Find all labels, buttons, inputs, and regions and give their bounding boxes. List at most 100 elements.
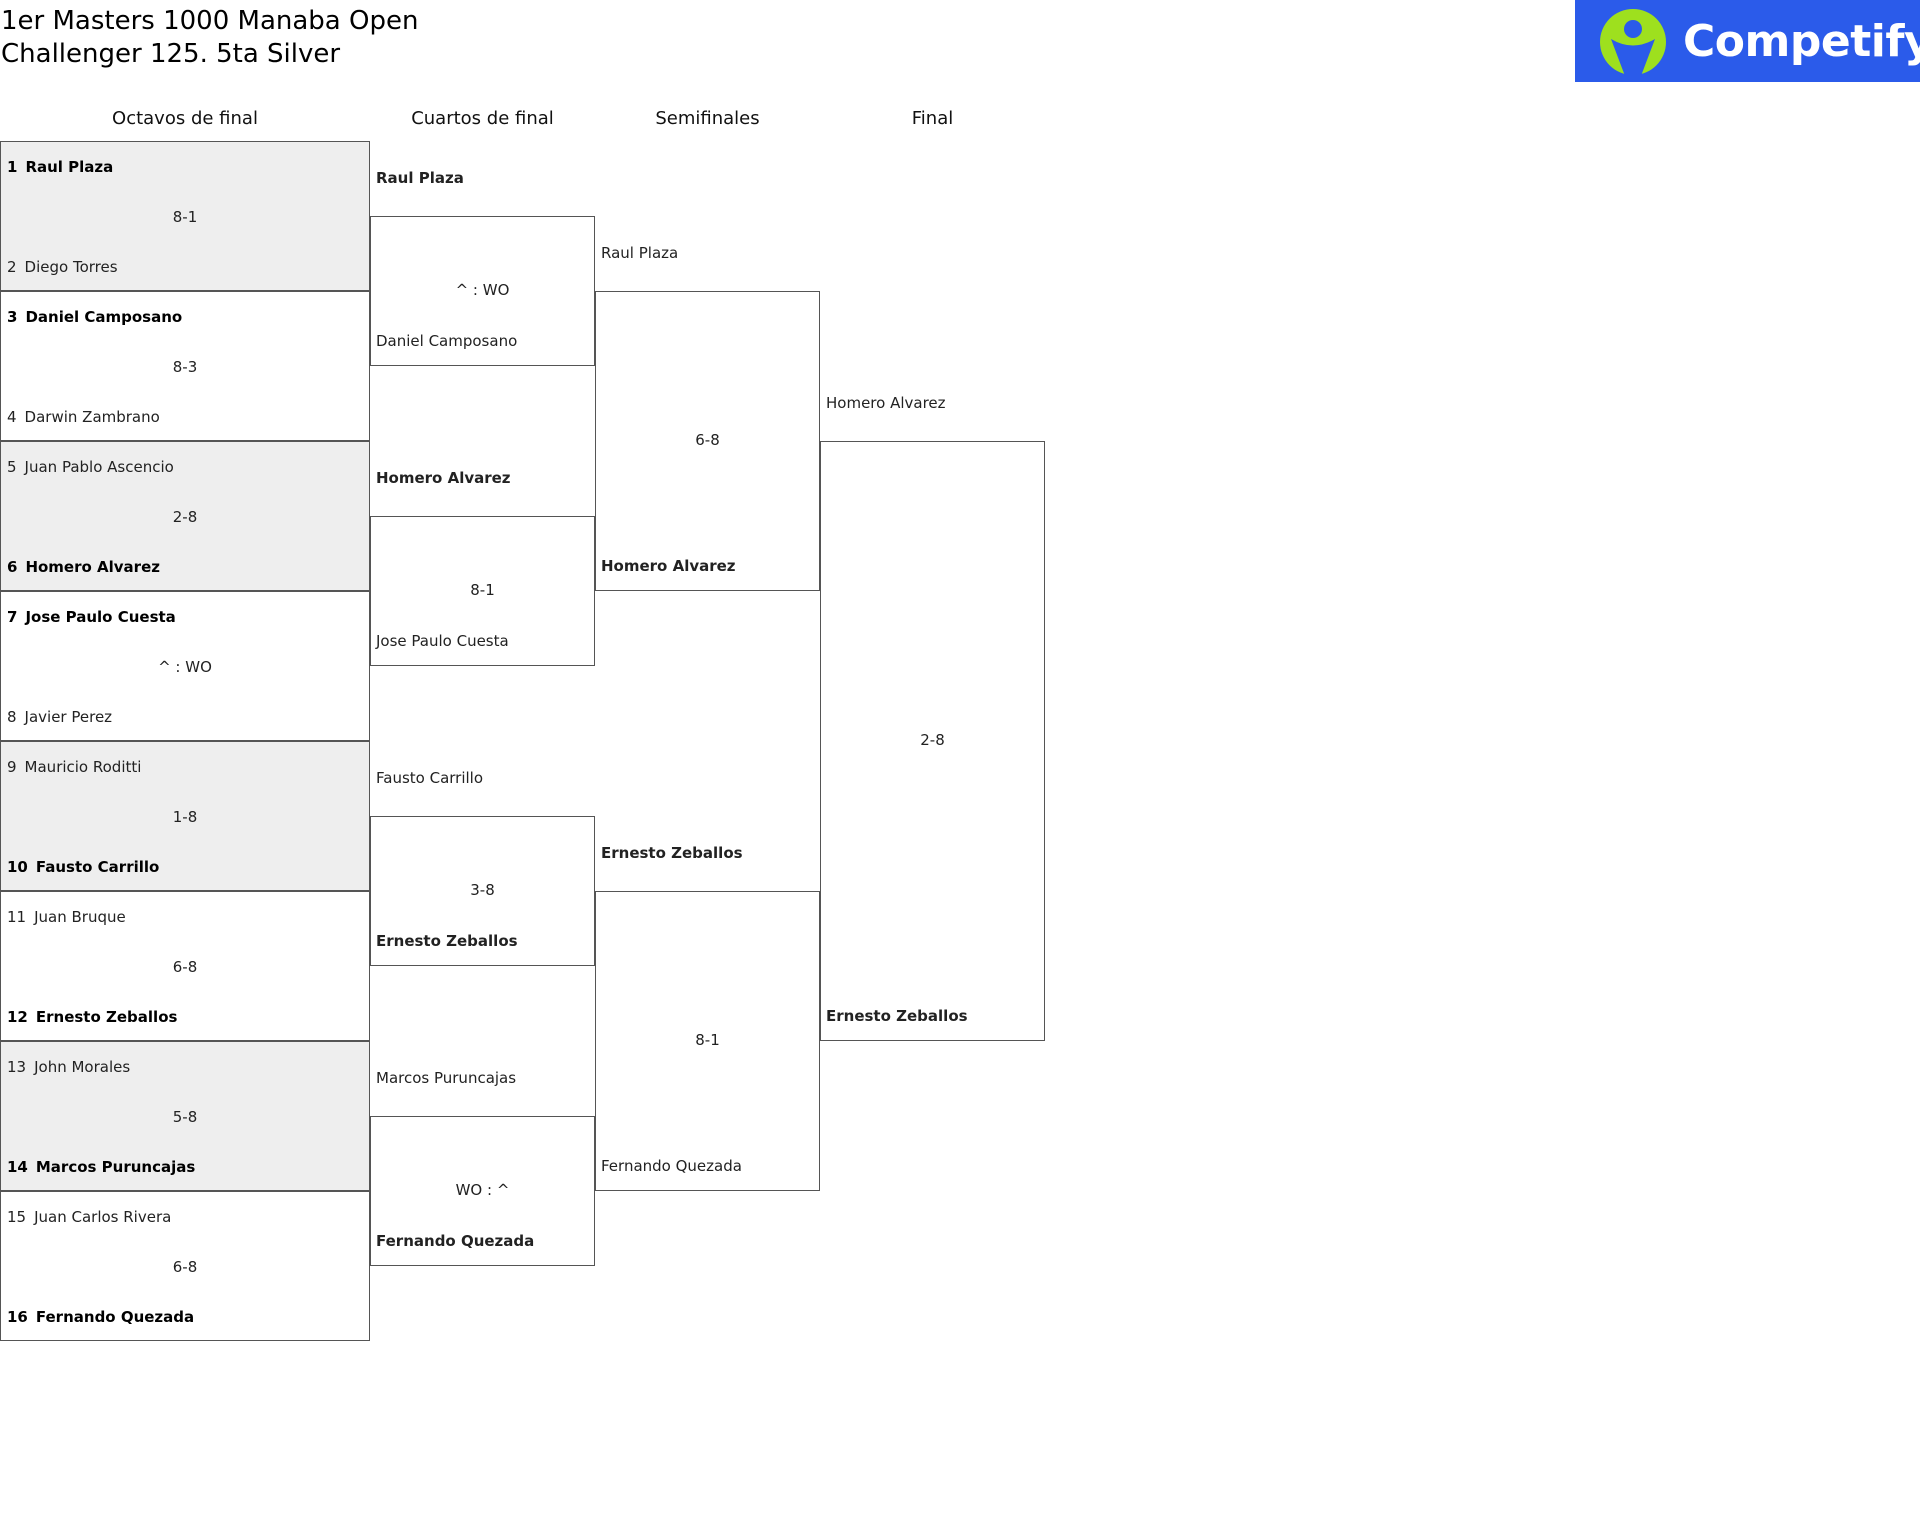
player-slot[interactable]: 10 Fausto Carrillo [7, 858, 159, 876]
match-score: ^ : WO [158, 658, 212, 676]
match-r16[interactable]: 9 Mauricio Roditti 10 Fausto Carrillo 1-8 [0, 741, 370, 891]
player-slot[interactable]: 12 Ernesto Zeballos [7, 1008, 177, 1026]
bracket-connector [370, 816, 595, 966]
tournament-title: 1er Masters 1000 Manaba Open [1, 6, 419, 36]
tournament-category: Challenger 125. 5ta Silver [1, 39, 341, 69]
player-name: Jose Paulo Cuesta [25, 608, 176, 626]
player-label[interactable]: Homero Alvarez [826, 394, 946, 412]
player-seed: 10 [7, 858, 28, 876]
match-r16[interactable]: 7 Jose Paulo Cuesta 8 Javier Perez ^ : WO [0, 591, 370, 741]
bracket-connector [820, 441, 1045, 1041]
match-score: 3-8 [470, 881, 495, 899]
player-slot[interactable]: 8 Javier Perez [7, 708, 112, 726]
match-score: 2-8 [920, 731, 945, 749]
bracket-connector [370, 516, 595, 666]
player-name: Juan Bruque [34, 908, 126, 926]
match-score: 2-8 [172, 508, 198, 526]
player-slot[interactable]: 7 Jose Paulo Cuesta [7, 608, 176, 626]
player-name: Darwin Zambrano [24, 408, 160, 426]
match-score: 6-8 [695, 431, 720, 449]
player-name: Mauricio Roditti [24, 758, 142, 776]
match-r16[interactable]: 11 Juan Bruque 12 Ernesto Zeballos 6-8 [0, 891, 370, 1041]
player-name: Ernesto Zeballos [35, 1008, 178, 1026]
match-r16[interactable]: 15 Juan Carlos Rivera 16 Fernando Quezada 6-… [0, 1191, 370, 1341]
player-seed: 5 [7, 458, 17, 476]
player-label[interactable]: Raul Plaza [601, 244, 679, 262]
player-slot[interactable]: 13 John Morales [7, 1058, 130, 1076]
player-slot[interactable]: 11 Juan Bruque [7, 908, 126, 926]
player-label[interactable]: Homero Alvarez [376, 469, 511, 487]
round-header-qf: Cuartos de final [411, 108, 554, 129]
bracket-connector [370, 1116, 595, 1266]
player-name: Raul Plaza [25, 158, 114, 176]
player-name: Javier Perez [24, 708, 113, 726]
player-label[interactable]: Ernesto Zeballos [826, 1007, 968, 1025]
player-seed: 3 [7, 308, 18, 326]
player-label[interactable]: Ernesto Zeballos [601, 844, 743, 862]
player-label[interactable]: Jose Paulo Cuesta [376, 632, 509, 650]
player-slot[interactable]: 3 Daniel Camposano [7, 308, 182, 326]
player-name: Marcos Puruncajas [35, 1158, 196, 1176]
player-seed: 8 [7, 708, 17, 726]
player-slot[interactable]: 14 Marcos Puruncajas [7, 1158, 195, 1176]
player-slot[interactable]: 15 Juan Carlos Rivera [7, 1208, 171, 1226]
match-score: 5-8 [172, 1108, 198, 1126]
player-seed: 7 [7, 608, 18, 626]
player-label[interactable]: Fausto Carrillo [376, 769, 484, 787]
bracket-connector [595, 891, 820, 1191]
player-name: Juan Carlos Rivera [34, 1208, 172, 1226]
match-score: 6-8 [172, 958, 198, 976]
player-label[interactable]: Ernesto Zeballos [376, 932, 518, 950]
player-name: John Morales [34, 1058, 131, 1076]
player-label[interactable]: Fernando Quezada [601, 1157, 742, 1175]
player-label[interactable]: Marcos Puruncajas [376, 1069, 517, 1087]
round-header-r16: Octavos de final [112, 108, 258, 129]
match-score: 8-3 [172, 358, 198, 376]
player-slot[interactable]: 9 Mauricio Roditti [7, 758, 141, 776]
player-slot[interactable]: 4 Darwin Zambrano [7, 408, 160, 426]
player-name: Homero Alvarez [25, 558, 160, 576]
player-slot[interactable]: 2 Diego Torres [7, 258, 118, 276]
match-score: WO : ^ [455, 1181, 510, 1199]
player-name: Juan Pablo Ascencio [24, 458, 174, 476]
player-seed: 14 [7, 1158, 28, 1176]
player-seed: 4 [7, 408, 17, 426]
bracket-connector [370, 216, 595, 366]
player-seed: 2 [7, 258, 17, 276]
match-score: 8-1 [695, 1031, 720, 1049]
match-score: 1-8 [172, 808, 198, 826]
player-label[interactable]: Daniel Camposano [376, 332, 518, 350]
player-seed: 16 [7, 1308, 28, 1326]
logo-text: Competify [1683, 16, 1920, 67]
player-label[interactable]: Raul Plaza [376, 169, 464, 187]
player-name: Fausto Carrillo [35, 858, 160, 876]
player-slot[interactable]: 5 Juan Pablo Ascencio [7, 458, 174, 476]
player-seed: 9 [7, 758, 17, 776]
match-score: 6-8 [172, 1258, 198, 1276]
player-slot[interactable]: 16 Fernando Quezada [7, 1308, 194, 1326]
competify-logo[interactable]: Competify [1575, 0, 1920, 82]
match-r16[interactable]: 3 Daniel Camposano 4 Darwin Zambrano 8-3 [0, 291, 370, 441]
bracket-connector [595, 291, 820, 591]
player-seed: 15 [7, 1208, 27, 1226]
match-score: 8-1 [172, 208, 198, 226]
player-seed: 11 [7, 908, 27, 926]
player-name: Fernando Quezada [35, 1308, 195, 1326]
match-r16[interactable]: 5 Juan Pablo Ascencio 6 Homero Alvarez 2-8 [0, 441, 370, 591]
player-slot[interactable]: 6 Homero Alvarez [7, 558, 160, 576]
player-seed: 13 [7, 1058, 27, 1076]
player-seed: 6 [7, 558, 18, 576]
player-label[interactable]: Fernando Quezada [376, 1232, 535, 1250]
round-header-sf: Semifinales [655, 108, 760, 129]
match-score: ^ : WO [455, 281, 510, 299]
match-score: 8-1 [470, 581, 495, 599]
player-name: Daniel Camposano [25, 308, 183, 326]
round-header-final: Final [911, 108, 954, 129]
player-name: Diego Torres [24, 258, 118, 276]
person-icon [1600, 9, 1666, 76]
player-seed: 12 [7, 1008, 28, 1026]
match-r16[interactable]: 13 John Morales 14 Marcos Puruncajas 5-8 [0, 1041, 370, 1191]
player-label[interactable]: Homero Alvarez [601, 557, 736, 575]
